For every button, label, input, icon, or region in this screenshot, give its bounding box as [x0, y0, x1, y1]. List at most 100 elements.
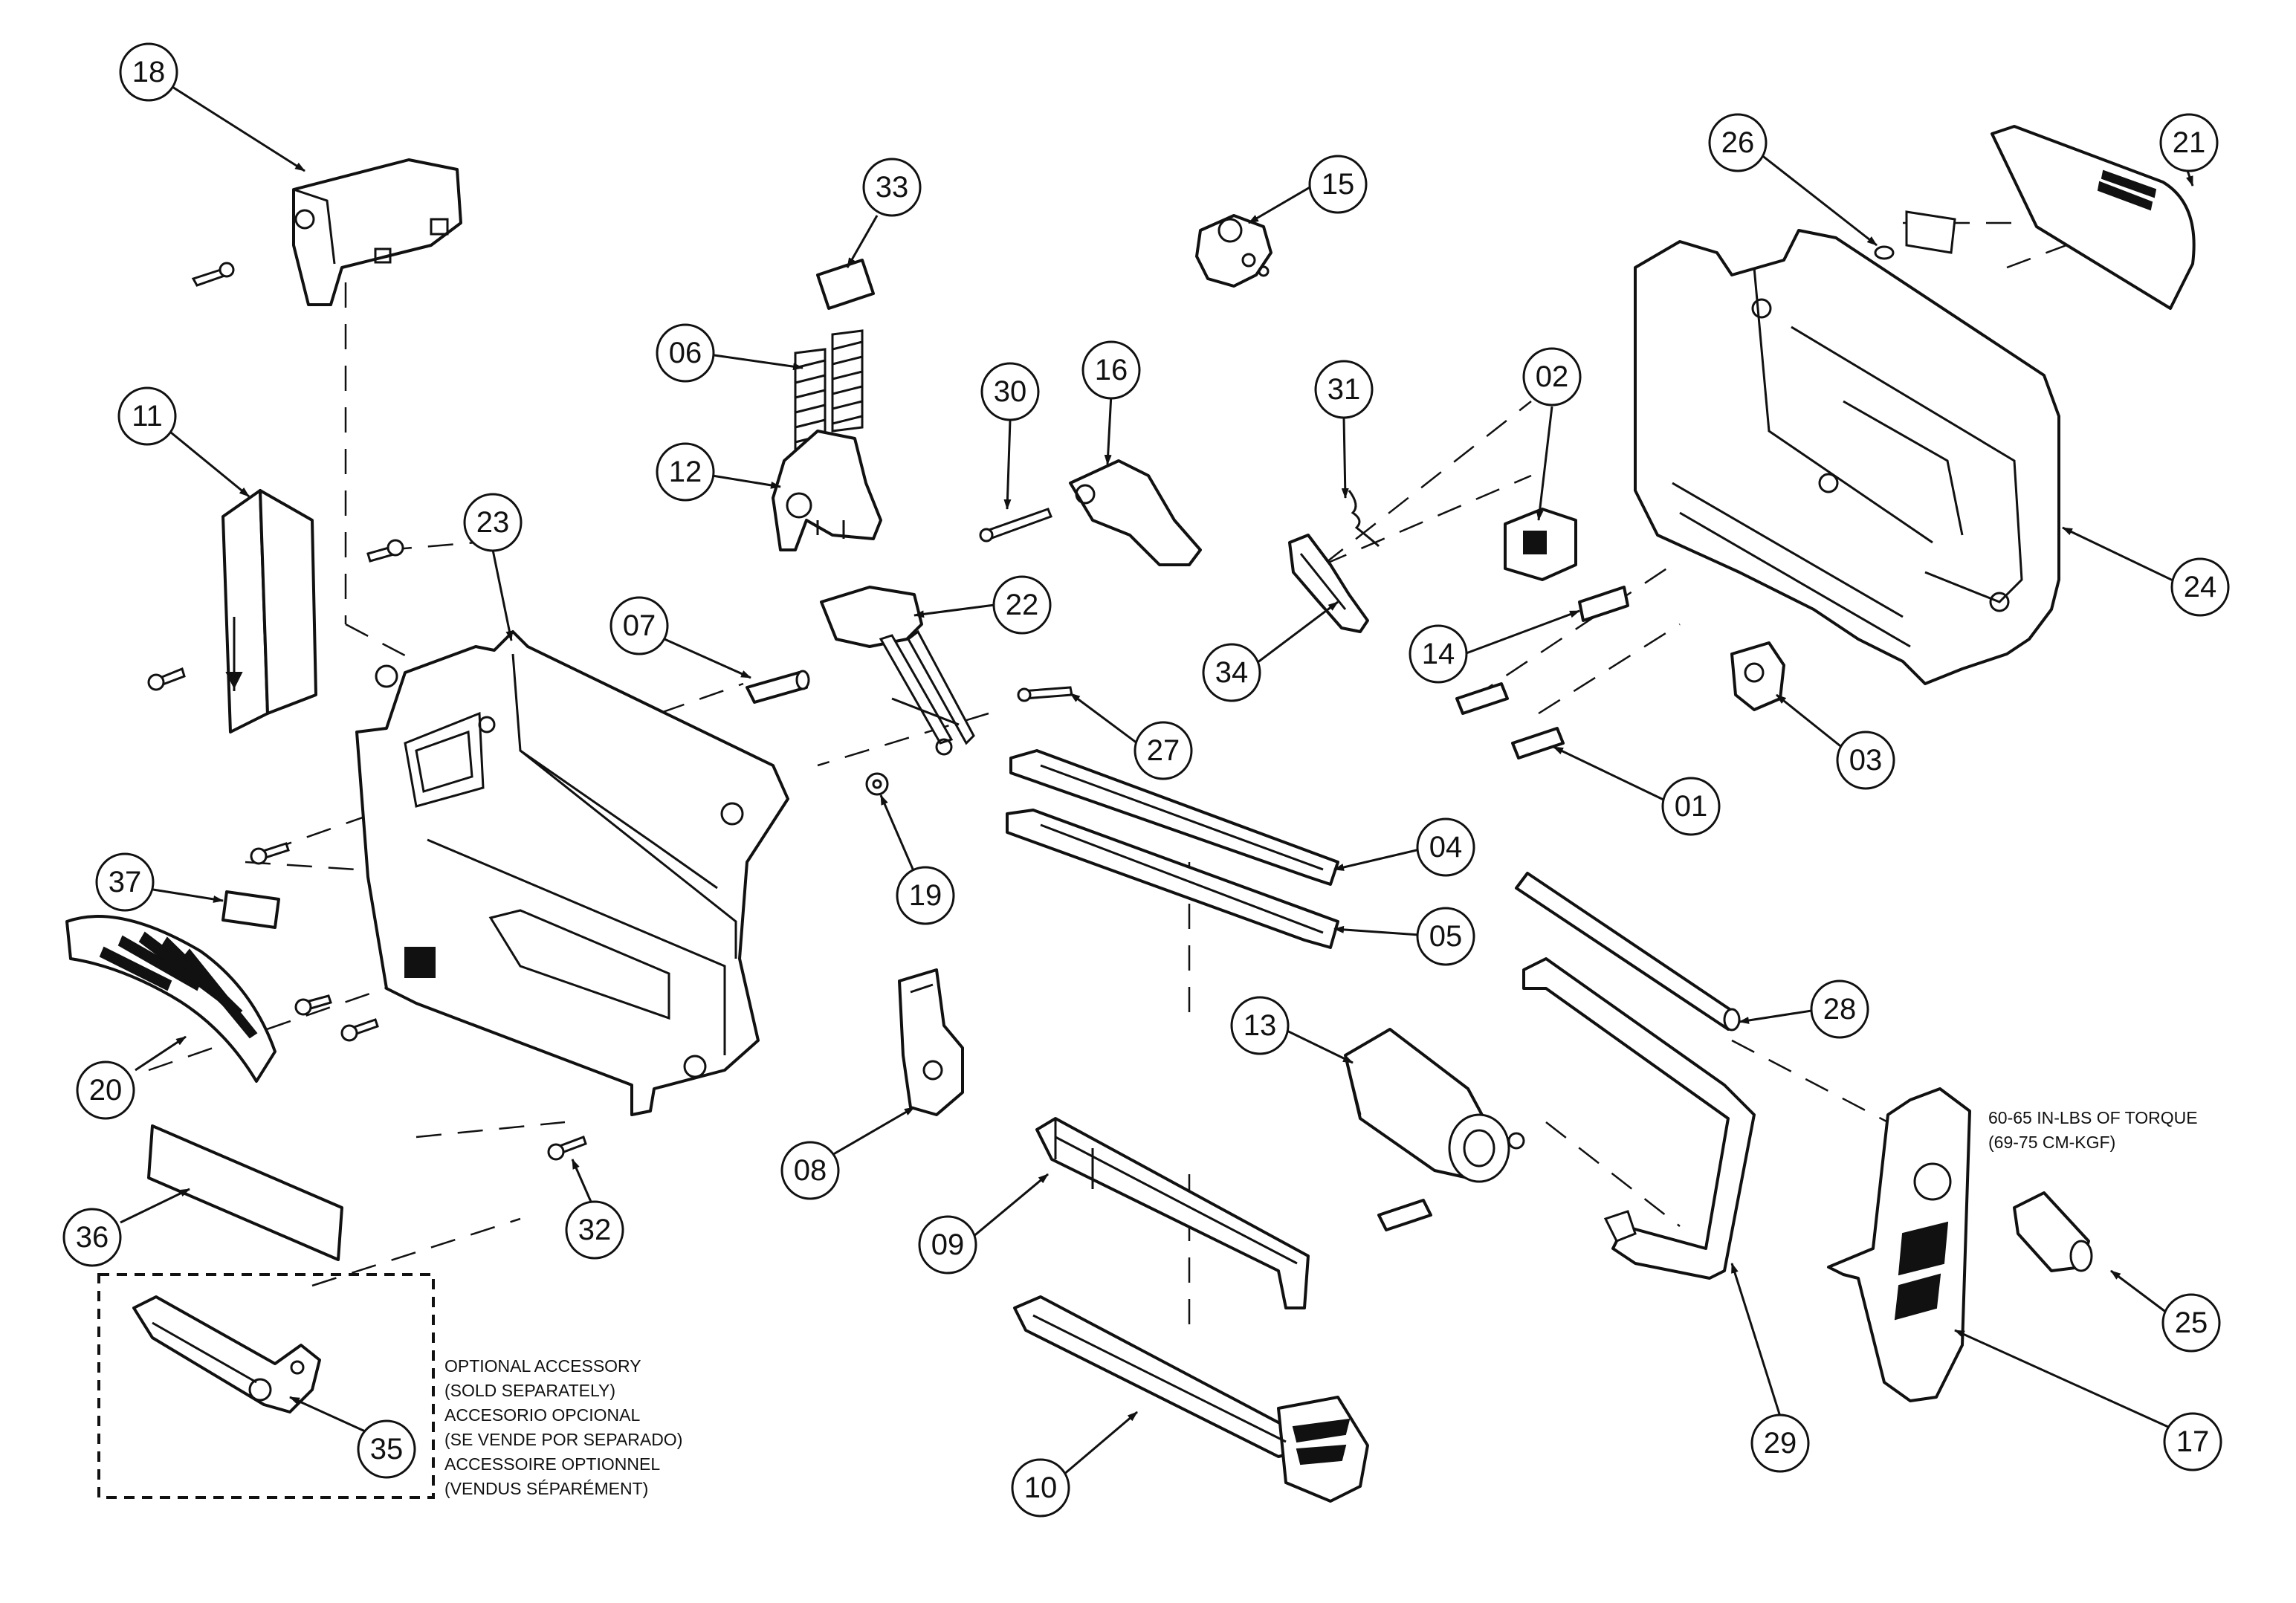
svg-text:20: 20: [89, 1074, 123, 1107]
callout-21: 21: [2159, 113, 2219, 172]
optional-accessory-line6: (VENDUS SÉPARÉMENT): [444, 1479, 649, 1498]
callout-09: 09: [918, 1215, 977, 1275]
leader-lines: [120, 85, 2194, 1477]
svg-text:26: 26: [1721, 126, 1755, 159]
callout-10: 10: [1011, 1458, 1070, 1518]
optional-accessory-line1: OPTIONAL ACCESSORY: [444, 1356, 641, 1376]
svg-text:07: 07: [623, 609, 656, 642]
svg-text:15: 15: [1322, 168, 1355, 201]
optional-accessory-line4: (SE VENDE POR SEPARADO): [444, 1430, 683, 1449]
optional-accessory-line5: ACCESSOIRE OPTIONNEL: [444, 1454, 661, 1474]
callout-32: 32: [565, 1200, 624, 1260]
svg-text:13: 13: [1244, 1009, 1277, 1042]
svg-text:32: 32: [578, 1214, 612, 1246]
part-16-lever: [1069, 459, 1202, 566]
callout-25: 25: [2161, 1293, 2221, 1353]
part-27-pin: [1017, 686, 1073, 702]
part-25-fitting: [2013, 1191, 2093, 1272]
part-20-screws: [294, 994, 379, 1042]
optional-accessory-note: OPTIONAL ACCESSORY (SOLD SEPARATELY) ACC…: [444, 1354, 682, 1501]
part-34-trigger: [1288, 534, 1369, 633]
part-37-screw: [250, 842, 290, 865]
svg-text:27: 27: [1147, 734, 1180, 767]
svg-text:04: 04: [1429, 831, 1463, 864]
callout-33: 33: [862, 158, 922, 217]
svg-text:10: 10: [1024, 1471, 1058, 1504]
callout-28: 28: [1810, 979, 1869, 1039]
part-13-pin: [1377, 1199, 1432, 1231]
part-28-hose: [1515, 872, 1741, 1032]
callout-01: 01: [1661, 777, 1721, 836]
part-12-bracket: [772, 430, 882, 551]
part-33-block: [816, 259, 875, 310]
svg-text:33: 33: [876, 171, 909, 204]
svg-text:31: 31: [1328, 373, 1361, 406]
callout-07: 07: [609, 596, 669, 655]
svg-text:23: 23: [476, 506, 510, 539]
svg-text:34: 34: [1215, 656, 1249, 689]
callout-36: 36: [62, 1208, 122, 1267]
svg-text:24: 24: [2184, 571, 2217, 603]
svg-text:35: 35: [370, 1433, 404, 1466]
callout-16: 16: [1081, 340, 1141, 400]
svg-text:08: 08: [794, 1154, 827, 1187]
part-30-pin: [979, 508, 1052, 543]
part-31-spring: [1348, 490, 1380, 548]
part-32-screw: [547, 1136, 587, 1161]
part-17-end-cap: [1827, 1087, 1971, 1402]
optional-accessory-box: [97, 1273, 435, 1499]
svg-text:17: 17: [2176, 1425, 2210, 1458]
svg-text:18: 18: [132, 56, 166, 88]
part-37-label: [221, 890, 280, 929]
callout-31: 31: [1314, 360, 1374, 419]
callout-35: 35: [357, 1419, 416, 1479]
part-22-driver: [820, 586, 975, 756]
callout-17: 17: [2163, 1412, 2222, 1471]
callout-08: 08: [780, 1141, 840, 1200]
part-08-latch: [898, 968, 964, 1116]
svg-text:06: 06: [669, 337, 702, 369]
part-01-pins: [1455, 682, 1565, 760]
callout-18: 18: [119, 42, 178, 102]
callout-34: 34: [1202, 643, 1261, 702]
svg-text:21: 21: [2173, 126, 2206, 159]
callout-20: 20: [76, 1060, 135, 1120]
callout-22: 22: [992, 575, 1052, 635]
callout-03: 03: [1836, 731, 1895, 790]
part-02-switch: [1504, 508, 1577, 581]
part-03-clip: [1730, 641, 1785, 711]
callout-23: 23: [463, 493, 523, 552]
part-26-seal: [1874, 245, 1895, 260]
svg-text:30: 30: [994, 375, 1027, 408]
part-21-label-plate: [1905, 210, 1956, 254]
part-05-blade: [1006, 809, 1339, 949]
callout-27: 27: [1134, 721, 1193, 780]
svg-text:05: 05: [1429, 920, 1463, 953]
part-23-housing: [355, 630, 789, 1116]
callout-15: 15: [1308, 155, 1368, 214]
part-06-springs: [794, 329, 864, 451]
part-15-valve: [1195, 214, 1272, 288]
callout-13: 13: [1230, 996, 1290, 1055]
svg-text:09: 09: [931, 1228, 965, 1261]
svg-text:14: 14: [1422, 638, 1455, 670]
callout-29: 29: [1750, 1413, 1810, 1473]
callout-37: 37: [95, 852, 155, 912]
part-35-accessory: [132, 1295, 321, 1413]
part-24-housing: [1634, 229, 2060, 685]
callout-06: 06: [656, 323, 715, 383]
torque-note-line1: 60-65 IN-LBS OF TORQUE: [1988, 1108, 2198, 1127]
callout-12: 12: [656, 442, 715, 502]
svg-text:36: 36: [76, 1221, 109, 1254]
callout-19: 19: [896, 866, 955, 925]
callout-30: 30: [980, 362, 1040, 421]
part-19-washer: [865, 772, 889, 796]
part-11-screws: [147, 539, 404, 691]
svg-text:02: 02: [1536, 360, 1569, 393]
part-18-screw: [191, 262, 235, 287]
part-10-magazine: [1013, 1295, 1369, 1503]
svg-text:16: 16: [1095, 354, 1128, 386]
svg-text:37: 37: [109, 866, 142, 898]
callout-24: 24: [2170, 557, 2230, 617]
